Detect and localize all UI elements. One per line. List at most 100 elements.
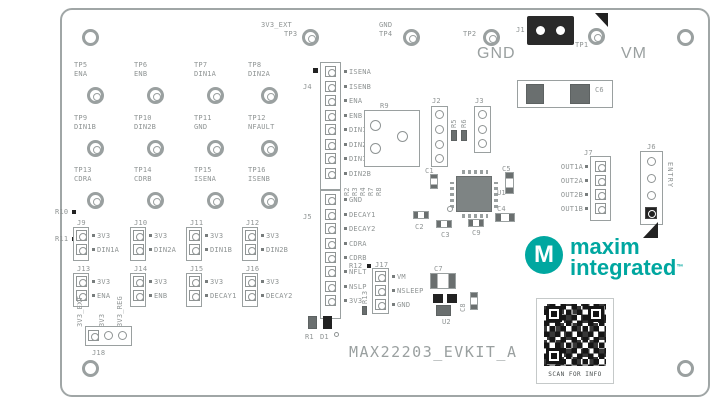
u2-pad-1 — [433, 294, 443, 303]
tp13-name: TP13 — [74, 166, 92, 174]
tp12-signal: NFAULT — [248, 123, 275, 131]
tp14-signal: CDRB — [134, 175, 152, 183]
trademark-symbol: ™ — [676, 264, 684, 271]
j5-pin-label-decay2: DECAY2 — [344, 225, 376, 233]
j11-pin-1 — [189, 230, 200, 241]
tp16-test-point — [261, 192, 278, 209]
qr-finder-top-right — [588, 306, 604, 322]
j17-pin-2 — [375, 285, 386, 296]
c2-label: C2 — [415, 223, 424, 231]
j4-pin1-marker — [313, 68, 318, 73]
r5-label: R5 — [450, 119, 458, 128]
j5-label: J5 — [303, 213, 312, 221]
mounting-hole-top-left — [82, 29, 99, 46]
tp5-test-point — [87, 87, 104, 104]
j9-label: J9 — [77, 219, 86, 227]
j4-pin-4 — [325, 110, 336, 121]
j4-pin-label-isena: ISENA — [344, 68, 371, 76]
qr-finder-top-left — [546, 306, 562, 322]
tp2-label: TP2 — [463, 30, 477, 38]
r9-label: R9 — [380, 102, 389, 110]
u1-label: U1 — [497, 189, 506, 197]
j4-pin-label-ena: ENA — [344, 97, 362, 105]
j9-pin-2 — [76, 244, 87, 255]
tp3-label: TP3 — [284, 30, 298, 38]
tp16-name: TP16 — [248, 166, 266, 174]
j15-pin-1 — [189, 276, 200, 287]
u1-pads-left — [450, 182, 454, 208]
j2-pin-4 — [435, 154, 444, 163]
c8-label: C8 — [459, 303, 467, 312]
tp10-name: TP10 — [134, 114, 152, 122]
r11-label: R11 — [55, 235, 69, 243]
tp7-name: TP7 — [194, 61, 208, 69]
c5-label: C5 — [502, 165, 511, 173]
j18-pin-1 — [88, 330, 99, 341]
r9-potentiometer-outline — [364, 110, 420, 167]
d1-led — [323, 316, 332, 329]
j14-pin2-label: ENB — [149, 292, 167, 300]
j16-pin2-label: DECAY2 — [261, 292, 293, 300]
r12-label: R12 — [349, 262, 363, 270]
j11-pin-2 — [189, 244, 200, 255]
c6-pad-right — [570, 84, 590, 104]
j1-pin-2 — [556, 26, 565, 35]
r10-label: R10 — [55, 208, 69, 216]
logo-word-integrated: integrated™ — [570, 255, 684, 280]
tp13-test-point — [87, 192, 104, 209]
qr-caption: SCAN FOR INFO — [548, 371, 602, 378]
c9-capacitor — [468, 219, 484, 227]
tp4-label: TP4 — [379, 30, 393, 38]
tp10-signal: DIN2B — [134, 123, 157, 131]
tp9-name: TP9 — [74, 114, 88, 122]
j15-pin1-label: 3V3 — [205, 278, 223, 286]
j5-pin-label-nflt: NFLT — [344, 268, 367, 276]
j5-pin-6 — [325, 266, 336, 277]
tp16-signal: ISENB — [248, 175, 271, 183]
j3-pin-1 — [478, 110, 487, 119]
tp7-signal: DIN1A — [194, 70, 217, 78]
c3-label: C3 — [441, 231, 450, 239]
c7-capacitor — [430, 273, 456, 289]
c4-label: C4 — [497, 205, 506, 213]
j4-pin-8 — [325, 168, 336, 179]
r4-label: R4 — [359, 187, 367, 196]
tp3-test-point — [302, 29, 319, 46]
j5-pin-3 — [325, 223, 336, 234]
j4-pin-label-din2b: DIN2B — [344, 170, 371, 178]
j17-pin-3 — [375, 299, 386, 310]
u2-label: U2 — [442, 318, 451, 326]
j4-pin-5 — [325, 124, 336, 135]
r9-pin-2 — [370, 143, 381, 154]
j2-header-outline — [431, 106, 448, 167]
j5-pin-label-cdra: CDRA — [344, 240, 367, 248]
j14-label: J14 — [134, 265, 148, 273]
r5-resistor — [451, 130, 457, 141]
j5-pin-7 — [325, 281, 336, 292]
j5-pin-8 — [325, 295, 336, 306]
r3-label: R3 — [351, 187, 359, 196]
u1-pads-bottom — [462, 214, 488, 218]
j3-pin-3 — [478, 139, 487, 148]
j10-pin1-label: 3V3 — [149, 232, 167, 240]
j11-pin1-label: 3V3 — [205, 232, 223, 240]
j4-pin-label-isenb: ISENB — [344, 83, 371, 91]
qr-finder-bottom-left — [546, 348, 562, 364]
mounting-hole-top-right — [677, 29, 694, 46]
j10-label: J10 — [134, 219, 148, 227]
j4-pin-label-din1a: DIN1A — [344, 126, 371, 134]
j4-pin-label-enb: ENB — [344, 112, 362, 120]
r1-label: R1 — [305, 333, 314, 341]
tp2-test-point — [483, 29, 500, 46]
j4-pin-3 — [325, 95, 336, 106]
j13-pin1-label: 3V3 — [92, 278, 110, 286]
maxim-logo-monogram: M — [534, 241, 554, 268]
j5-pin-1 — [325, 194, 336, 205]
j11-label: J11 — [190, 219, 204, 227]
tp15-test-point — [207, 192, 224, 209]
logo-word-maxim: maxim — [570, 234, 640, 259]
j15-pin-2 — [189, 290, 200, 301]
j12-pin-1 — [245, 230, 256, 241]
j1-power-connector — [527, 16, 574, 45]
tp14-name: TP14 — [134, 166, 152, 174]
